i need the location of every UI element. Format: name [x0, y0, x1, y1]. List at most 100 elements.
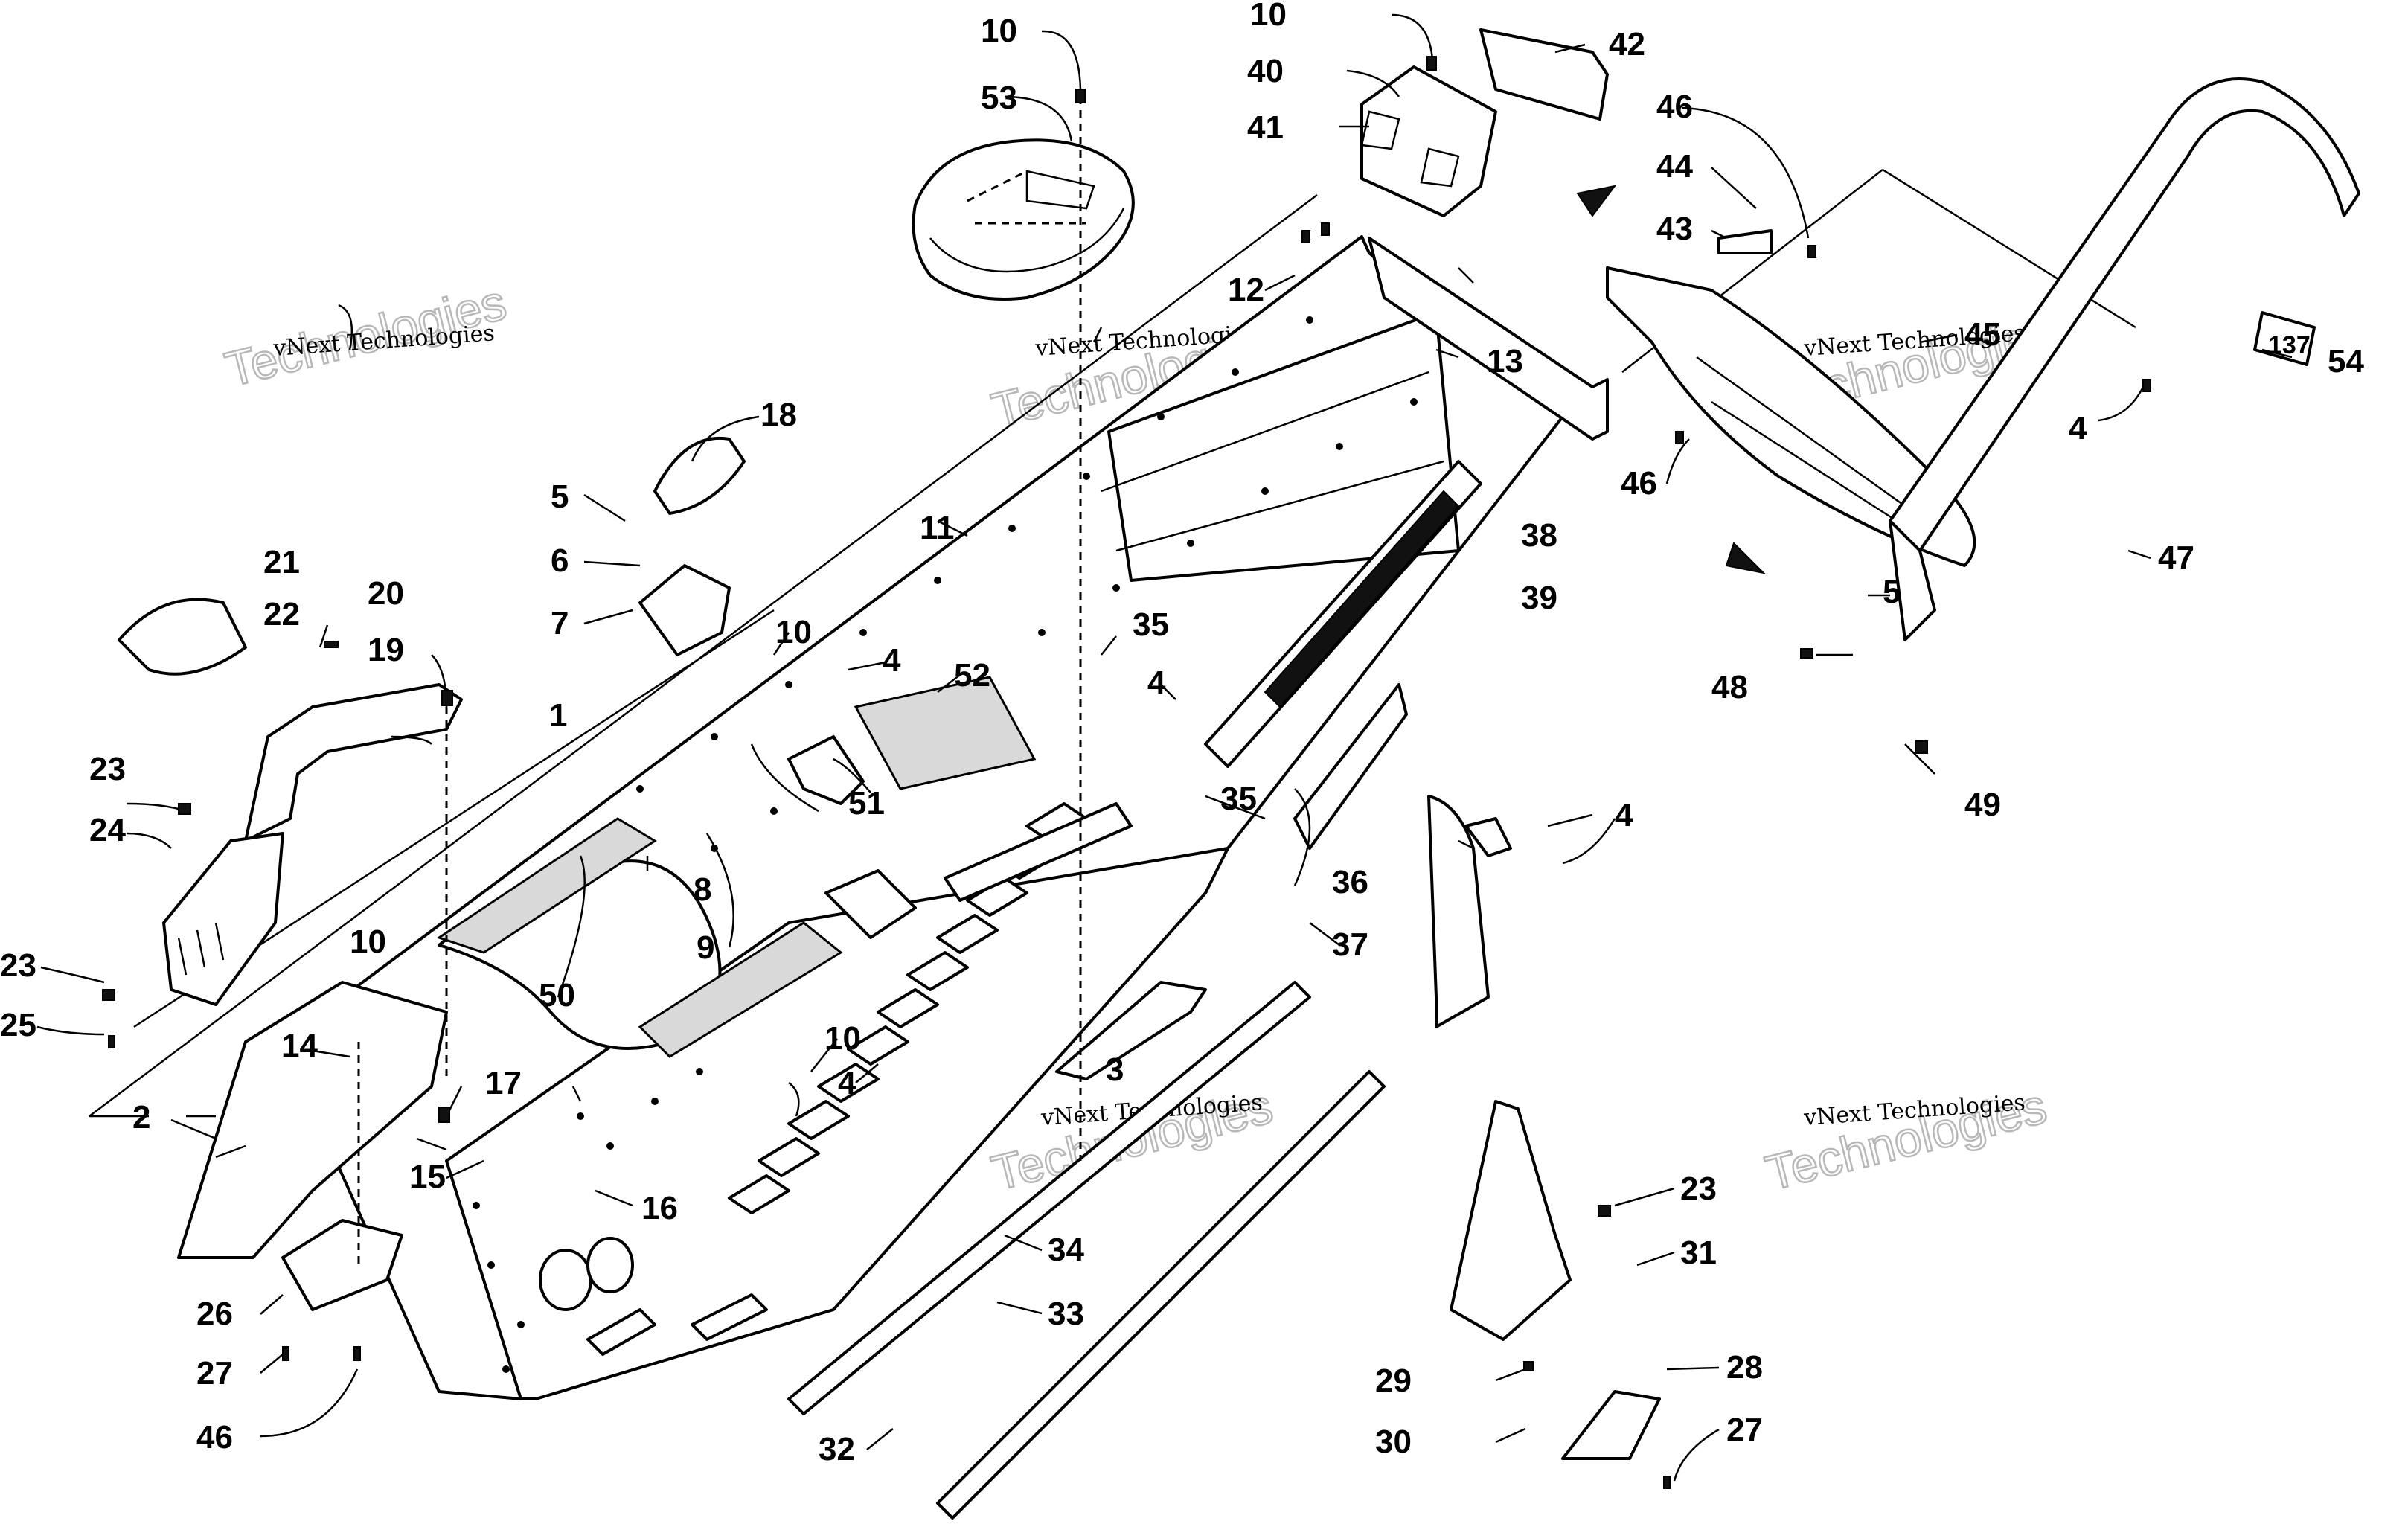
callout-44: 44: [1656, 148, 1693, 185]
callout-15: 15: [409, 1159, 446, 1195]
callout-23: 23: [89, 751, 126, 787]
callout-20: 20: [368, 575, 404, 612]
callout-51: 51: [848, 785, 885, 822]
callout-38: 38: [1521, 517, 1557, 554]
callout-9: 9: [697, 929, 714, 966]
callout-27: 27: [196, 1355, 233, 1392]
tunnel-rear-panel: [1107, 311, 1460, 582]
grab-handle-19: [118, 598, 463, 842]
callout-4: 4: [2069, 410, 2087, 446]
callout-48: 48: [1711, 669, 1748, 705]
callout-39: 39: [1521, 580, 1557, 616]
callout-26: 26: [196, 1296, 233, 1332]
callout-40: 40: [1247, 53, 1284, 89]
rail-33: [936, 1070, 1386, 1520]
bracket-18: [653, 436, 746, 515]
rail-34: [787, 981, 1311, 1415]
callout-19: 19: [368, 632, 404, 668]
callout-53: 53: [981, 80, 1017, 116]
callout-8: 8: [694, 871, 711, 908]
callout-25: 25: [0, 1007, 36, 1043]
callout-37: 37: [1332, 926, 1368, 963]
callout-4: 4: [1615, 797, 1633, 833]
callout-35: 35: [1133, 606, 1169, 643]
callout-10: 10: [1250, 0, 1287, 33]
footrest-29: [1450, 1100, 1572, 1341]
callout-5: 5: [1883, 574, 1901, 610]
callout-30: 30: [1375, 1424, 1412, 1460]
bumper-decal-text: 137: [2268, 331, 2311, 359]
snowflap-43-45: [1606, 229, 1976, 567]
callout-23: 23: [1680, 1171, 1717, 1207]
callout-22: 22: [263, 596, 300, 633]
rear-bracket-40-42: [1360, 28, 1609, 217]
callout-50: 50: [539, 977, 575, 1014]
footrest-28: [1561, 1390, 1661, 1460]
callout-47: 47: [2158, 540, 2194, 576]
callout-3: 3: [1106, 1051, 1124, 1088]
callout-43: 43: [1656, 211, 1693, 247]
callout-31: 31: [1680, 1235, 1717, 1271]
strap-37: [1427, 795, 1490, 1028]
callout-10: 10: [981, 13, 1017, 49]
callout-7: 7: [551, 605, 569, 641]
grip-pad-right: [638, 921, 843, 1058]
callout-10: 10: [350, 923, 386, 960]
callout-23: 23: [0, 947, 36, 984]
callout-42: 42: [1609, 26, 1645, 63]
grip-pad-left: [436, 817, 657, 954]
callout-4: 4: [1147, 665, 1166, 701]
callout-18: 18: [760, 397, 797, 433]
vent-slots: [177, 922, 225, 976]
callout-35: 35: [1220, 781, 1257, 817]
front-bracket-2: [177, 981, 448, 1259]
bracket-51: [787, 735, 865, 805]
callout-29: 29: [1375, 1363, 1412, 1399]
callout-52: 52: [954, 657, 990, 694]
callout-12: 12: [1228, 272, 1264, 308]
leader-lines: [36, 13, 2293, 1482]
bracket-37b: [1464, 817, 1512, 857]
seat-bag-53: [912, 138, 1135, 301]
callout-17: 17: [485, 1065, 522, 1101]
tunnel-part-1: [281, 235, 1564, 1400]
fasteners: [102, 56, 2151, 1489]
callout-32: 32: [819, 1431, 855, 1467]
callout-6: 6: [551, 542, 569, 579]
direction-arrow: [1576, 185, 1617, 217]
callout-46: 46: [1621, 465, 1657, 502]
callout-labels: 10 53 10 40 41 42 46 44 43 45 54 4 46 47…: [0, 0, 2364, 1467]
assembly-lines: [357, 97, 1082, 1265]
side-panel-24: [162, 832, 284, 1006]
callout-10: 10: [775, 614, 812, 650]
callout-2: 2: [132, 1099, 150, 1136]
direction-arrow: [1725, 542, 1767, 574]
callout-54: 54: [2328, 343, 2364, 380]
callout-41: 41: [1247, 109, 1284, 146]
callout-28: 28: [1726, 1349, 1763, 1386]
callout-16: 16: [641, 1190, 678, 1226]
callout-49: 49: [1964, 787, 2001, 823]
callout-4: 4: [883, 642, 901, 679]
bracket-7: [638, 564, 731, 656]
decal-stripe: [1264, 490, 1460, 708]
callout-1: 1: [549, 697, 567, 734]
callout-36: 36: [1332, 864, 1368, 900]
cover-21: [118, 598, 247, 676]
rear-bracket-13: [1368, 237, 1609, 441]
callout-21: 21: [263, 544, 300, 580]
callout-33: 33: [1048, 1296, 1084, 1332]
callout-45: 45: [1964, 316, 2001, 353]
callout-13: 13: [1487, 343, 1523, 380]
callout-4: 4: [838, 1065, 856, 1101]
side-decal-38-39: 7000: [1204, 460, 1482, 768]
callout-46: 46: [1656, 89, 1693, 125]
callout-27: 27: [1726, 1412, 1763, 1448]
callout-10: 10: [824, 1020, 861, 1057]
callout-46: 46: [196, 1419, 233, 1456]
callout-24: 24: [89, 812, 126, 848]
callout-5: 5: [551, 478, 569, 515]
callout-34: 34: [1048, 1232, 1084, 1268]
toe-clip-36: [1293, 683, 1408, 850]
